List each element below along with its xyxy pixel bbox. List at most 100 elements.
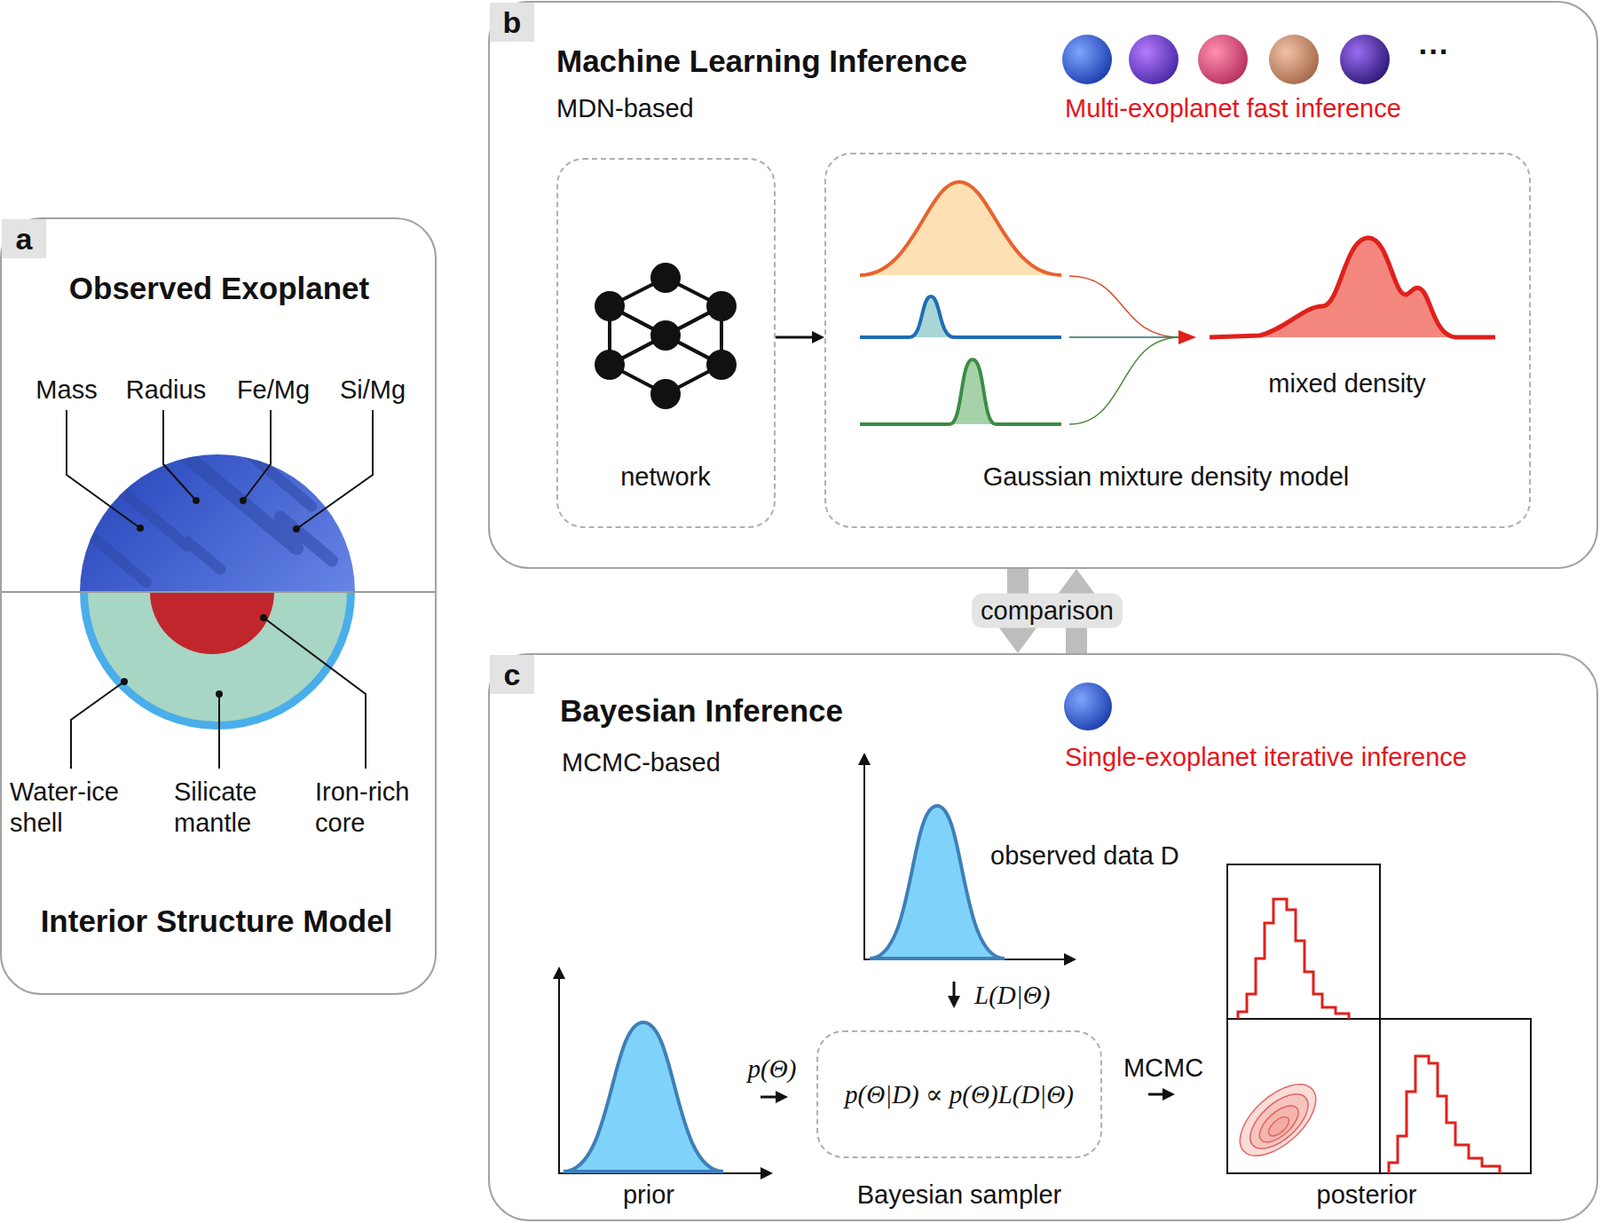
part-label: Radius (126, 374, 206, 406)
corner-plot-frames (1379, 1018, 1531, 1174)
arrow-shaft (775, 336, 814, 339)
leader-dots (215, 690, 223, 698)
flow-arrows (760, 1095, 778, 1099)
flow-arrows (1162, 1087, 1175, 1101)
corner-plot-frames (1227, 1018, 1380, 1174)
leader-dots (292, 525, 300, 533)
planet-surface (230, 437, 320, 514)
gaussian-curve (859, 296, 1062, 338)
exoplanet-icons (1268, 34, 1319, 85)
leader-lines (296, 409, 373, 529)
planet-interior (87, 591, 347, 722)
corner-plot-frames (1227, 864, 1531, 1174)
panel-letter: b (489, 2, 535, 42)
box-label: Bayesian sampler (857, 1179, 1063, 1211)
leader-lines (243, 409, 271, 501)
planet-surface (180, 534, 229, 577)
planet-interior (79, 591, 355, 730)
leader-dots (192, 496, 200, 505)
network-neurons (706, 349, 737, 380)
network-icon (609, 306, 722, 365)
exoplanet-icons (1128, 34, 1179, 85)
arrow-head (811, 331, 825, 344)
axis-arrowheads (760, 1166, 773, 1180)
leader-lines (218, 693, 221, 769)
curve-label: mixed density (1268, 368, 1426, 400)
planet-surface (86, 419, 341, 590)
planet-surface (86, 529, 155, 590)
planet-interior (79, 591, 355, 730)
gaussian-curve (859, 359, 1062, 425)
leader-dots (120, 677, 128, 686)
panel-heading: Observed Exoplanet (69, 269, 370, 308)
planet-surface (271, 508, 341, 570)
gaussian-curve (859, 181, 1062, 276)
step-label: MCMC (1123, 1052, 1204, 1084)
highlight-note: Single-exoplanet iterative inference (1064, 741, 1467, 773)
network-neurons (706, 291, 737, 322)
subtitle: MDN-based (556, 93, 694, 125)
leader-dots (239, 496, 247, 505)
leader-lines (163, 409, 197, 501)
flow-arrows (947, 995, 961, 1009)
posterior-contours (1227, 1071, 1328, 1169)
mixing-lines (1069, 337, 1181, 425)
leader-dots (260, 614, 268, 622)
panel: cBayesian InferenceMCMC-basedSingle-exop… (488, 653, 1599, 1222)
leader-lines (66, 409, 141, 529)
leader-dots (120, 496, 300, 698)
ellipsis: ··· (1418, 32, 1451, 71)
posterior-histograms (1237, 898, 1500, 1174)
posterior-contours (1265, 1113, 1293, 1140)
leader-lines (70, 681, 125, 769)
arrow-head (1178, 330, 1197, 345)
network-icon (609, 277, 722, 395)
exoplanet-icons (1064, 682, 1112, 731)
planet-interior (149, 591, 275, 655)
posterior-contours (1240, 1084, 1317, 1159)
mixing-lines (1069, 275, 1181, 425)
mixing-lines (1069, 275, 1181, 338)
plot-label: prior (622, 1179, 675, 1211)
panel-letter: c (489, 654, 535, 694)
dashed-box: p(Θ|D) ∝ p(Θ)L(D|Θ)Bayesian sampler (816, 1030, 1103, 1159)
likelihood-label: L(D|Θ) (974, 979, 1050, 1011)
axis-arrowheads (1064, 953, 1077, 966)
mixed-density-curve (1209, 237, 1496, 338)
edge-label: comparison (971, 593, 1123, 629)
posterior-histograms (1388, 1056, 1500, 1174)
dashed-box: network (556, 157, 776, 529)
leader-lines (263, 617, 366, 769)
network-neurons (594, 291, 625, 322)
plot-label: observed data D (990, 840, 1180, 872)
posterior-histograms (1237, 898, 1349, 1019)
subtitle: MCMC-based (561, 747, 721, 779)
flow-arrows (775, 1090, 789, 1104)
flow-arrows (953, 981, 956, 998)
part-label: Silicate mantle (173, 776, 290, 839)
exoplanet-icons (1198, 34, 1248, 85)
panel: aObserved ExoplanetInterior Structure Mo… (0, 217, 437, 995)
panel: bMachine Learning InferenceMDN-based Mult… (488, 0, 1599, 569)
panel-heading: Interior Structure Model (40, 902, 394, 940)
network-neurons (650, 262, 681, 293)
part-label: Mass (35, 374, 97, 406)
axis-arrowheads (552, 966, 566, 979)
equation: p(Θ|D) ∝ p(Θ)L(D|Θ) (844, 1079, 1074, 1111)
network-neurons (594, 349, 625, 380)
exoplanet-icons (1339, 34, 1390, 85)
part-label: Fe/Mg (236, 374, 310, 406)
corner-plot-frames (1227, 864, 1380, 1019)
panel-title: Machine Learning Inference (556, 42, 968, 80)
highlight-note: Multi-exoplanet fast inference (1064, 93, 1402, 125)
planet-surface (106, 477, 196, 554)
axis-arrowheads (552, 752, 1077, 1180)
posterior-contours (1253, 1099, 1305, 1149)
posterior-contours (1227, 1071, 1328, 1169)
leader-dots (136, 524, 144, 532)
part-label: Water-ice shell (9, 776, 143, 839)
prior-label: p(Θ) (748, 1053, 797, 1085)
